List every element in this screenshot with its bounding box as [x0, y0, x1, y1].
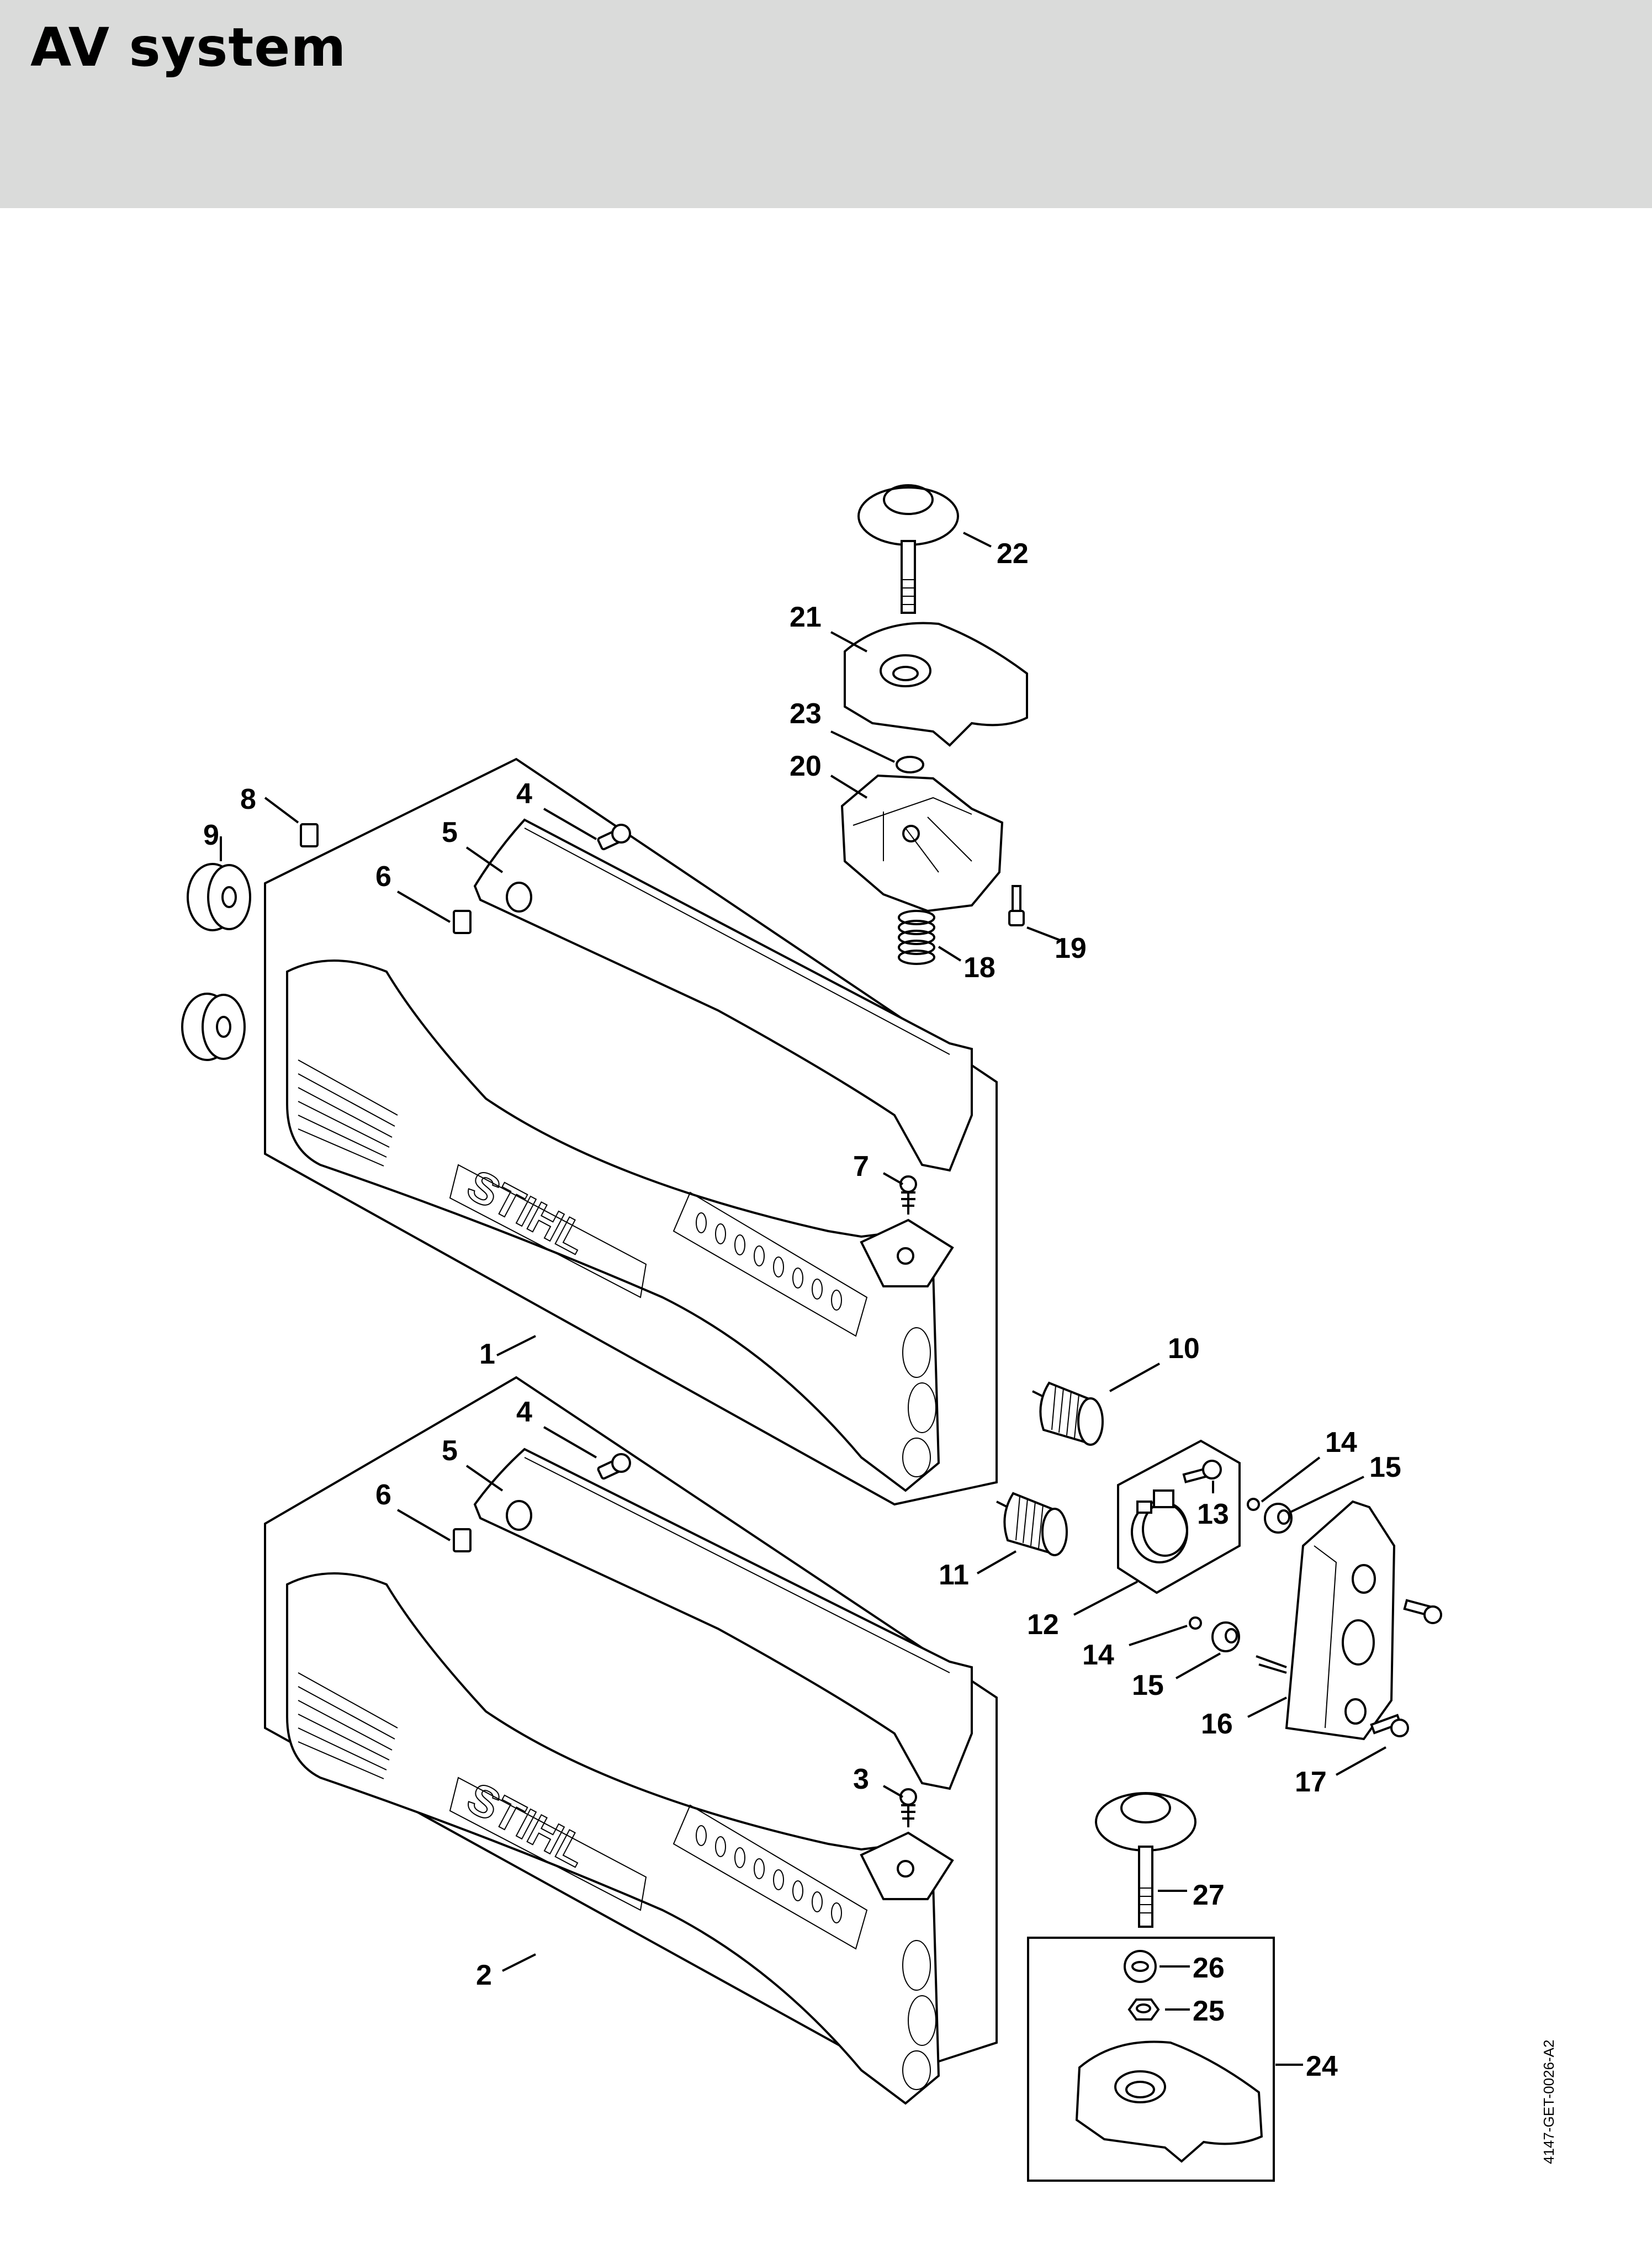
ring-23[interactable]: [896, 756, 924, 773]
brand-badge-2: [449, 1777, 647, 1911]
kit-frame-24: [1027, 1937, 1275, 2182]
callout-12[interactable]: 12: [1027, 1609, 1059, 1641]
clip-6-lower[interactable]: [453, 1528, 472, 1552]
cover-21[interactable]: [844, 622, 1028, 747]
av-buffer-9b[interactable]: [181, 993, 246, 1061]
rail-slots-2: [696, 1825, 842, 1923]
housing-1[interactable]: STIHL: [286, 959, 954, 1492]
screw-19[interactable]: [1008, 885, 1025, 926]
clamp-12[interactable]: [1131, 1489, 1188, 1563]
damper-housing-20[interactable]: [840, 774, 1004, 913]
callout-15a[interactable]: 15: [1369, 1451, 1401, 1483]
callout-9[interactable]: 9: [203, 819, 219, 851]
lock-washer-26[interactable]: [1124, 1950, 1157, 1983]
bushing-15-lower[interactable]: [1211, 1621, 1240, 1652]
av-spring-10[interactable]: [1032, 1381, 1104, 1446]
callout-1[interactable]: 1: [479, 1338, 495, 1370]
callout-19[interactable]: 19: [1055, 932, 1087, 964]
screw-4-upper[interactable]: [597, 824, 631, 851]
callout-13[interactable]: 13: [1197, 1498, 1229, 1530]
exploded-parts-diagram: STIHL: [0, 208, 1652, 2248]
washer-14-lower[interactable]: [1189, 1616, 1202, 1630]
callout-labels: 1 2 3 4 4 5 5 6 6 7 8 9 10 11 12 13 14 1…: [203, 538, 1401, 2082]
spring-18[interactable]: [898, 910, 935, 965]
screw-13[interactable]: [1182, 1460, 1222, 1483]
clamp-kit-frame-12: [1117, 1439, 1241, 1594]
screw-7[interactable]: [899, 1175, 917, 1215]
bushing-15-upper[interactable]: [1264, 1503, 1293, 1534]
brand-badge-1: [449, 1164, 647, 1298]
callout-11[interactable]: 11: [939, 1559, 969, 1591]
callout-26[interactable]: 26: [1193, 1952, 1225, 1984]
screw-17-upper[interactable]: [1403, 1599, 1442, 1624]
callout-25[interactable]: 25: [1193, 1995, 1225, 2027]
callout-4a[interactable]: 4: [516, 778, 532, 810]
callout-2[interactable]: 2: [476, 1959, 492, 1991]
knob-22[interactable]: [857, 484, 959, 614]
leader-lines: [220, 532, 1386, 2066]
callout-3[interactable]: 3: [853, 1763, 869, 1795]
callout-27[interactable]: 27: [1193, 1879, 1225, 1911]
washer-14-upper[interactable]: [1247, 1498, 1260, 1511]
rail-strip-lower[interactable]: [473, 1448, 973, 1790]
callout-6a[interactable]: 6: [375, 861, 391, 893]
callout-4b[interactable]: 4: [516, 1396, 532, 1428]
callout-20[interactable]: 20: [790, 750, 822, 782]
page-header: AV system: [0, 0, 1652, 208]
clip-8[interactable]: [300, 823, 319, 847]
cover-24[interactable]: [1075, 2040, 1263, 2163]
callout-18[interactable]: 18: [963, 952, 996, 984]
handle-cover-16[interactable]: [1256, 1500, 1396, 1741]
callout-7[interactable]: 7: [853, 1150, 869, 1183]
callout-6b[interactable]: 6: [375, 1479, 391, 1511]
callout-10[interactable]: 10: [1168, 1333, 1200, 1365]
screw-3[interactable]: [899, 1788, 917, 1827]
callout-14b[interactable]: 14: [1082, 1639, 1114, 1671]
callout-21[interactable]: 21: [790, 601, 822, 633]
av-spring-11[interactable]: [996, 1492, 1068, 1556]
screw-4-lower[interactable]: [597, 1453, 631, 1480]
knob-27[interactable]: [1095, 1792, 1196, 1928]
grommet-icon: [506, 1500, 532, 1531]
callout-15b[interactable]: 15: [1132, 1669, 1164, 1701]
document-code: 4147-GET-0026-A2: [1540, 2039, 1557, 2164]
av-buffer-9a[interactable]: [187, 863, 251, 931]
callout-5a[interactable]: 5: [442, 817, 458, 849]
parts-drawing: STIHL: [181, 484, 1442, 2182]
nut-25[interactable]: [1127, 1998, 1160, 2021]
screw-17-lower[interactable]: [1370, 1714, 1409, 1737]
assembly-frame-1: [264, 757, 998, 1506]
callout-16[interactable]: 16: [1201, 1708, 1233, 1740]
callout-5b[interactable]: 5: [442, 1435, 458, 1467]
callout-17[interactable]: 17: [1295, 1766, 1327, 1798]
rail-slots-1: [696, 1212, 842, 1311]
grommet-icon: [506, 882, 532, 913]
callout-24[interactable]: 24: [1306, 2050, 1338, 2082]
clip-6-upper[interactable]: [453, 910, 472, 934]
callout-23[interactable]: 23: [790, 698, 822, 730]
callout-14a[interactable]: 14: [1325, 1427, 1357, 1459]
rail-strip-upper[interactable]: [473, 818, 973, 1172]
callout-8[interactable]: 8: [240, 783, 256, 815]
page-title: AV system: [30, 17, 347, 78]
callout-22[interactable]: 22: [997, 538, 1029, 570]
